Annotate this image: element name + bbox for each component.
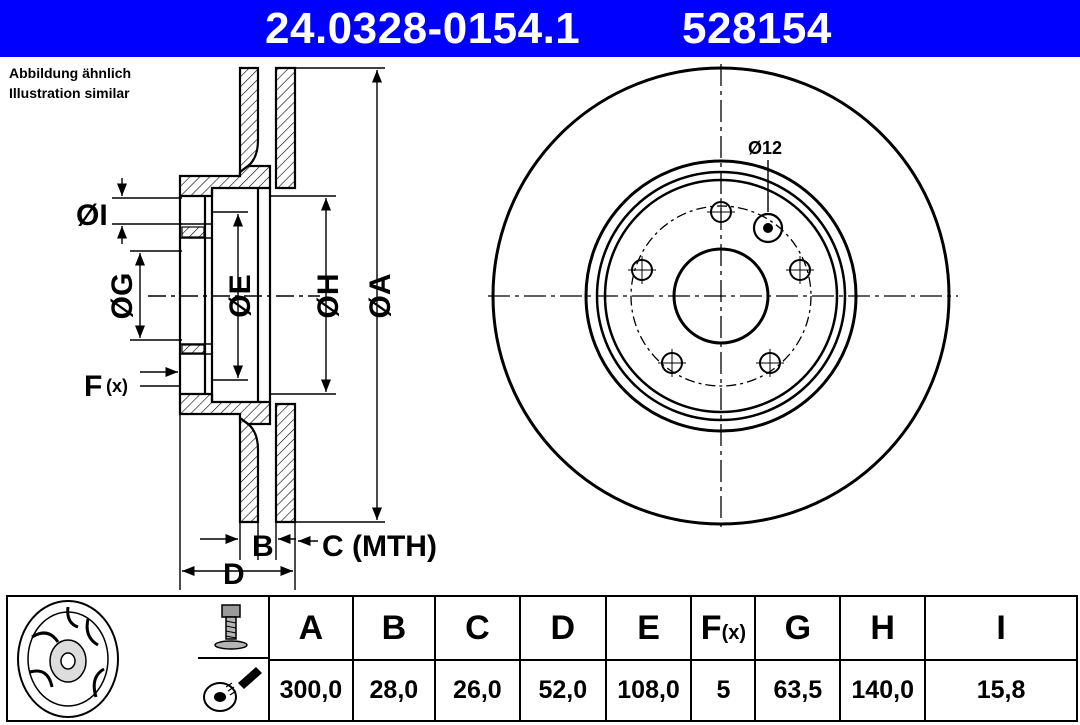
illustration-note: Abbildung ähnlich Illustration similar — [9, 63, 131, 103]
header-d: D — [518, 595, 607, 661]
part-number: 24.0328-0154.1 — [265, 4, 581, 53]
dimension-table-area: A B C D E F(x) G H I 300,0 28,0 26,0 52,… — [6, 595, 1078, 722]
bolt-icon — [198, 595, 270, 659]
value-c: 26,0 — [433, 659, 521, 722]
value-e: 108,0 — [604, 659, 693, 722]
label-c-mth: C (MTH) — [322, 530, 437, 563]
disc-front-view — [488, 64, 958, 528]
dimension-lines — [112, 67, 385, 577]
header-e: E — [604, 595, 693, 661]
label-dia-h: ØH — [312, 274, 345, 319]
note-de: Abbildung ähnlich — [9, 65, 132, 81]
table-header-row: A B C D E F(x) G H I — [268, 595, 1078, 661]
label-dia-e: ØE — [224, 274, 257, 317]
value-h: 140,0 — [839, 659, 927, 722]
header-bar: 24.0328-0154.1 528154 — [0, 0, 1080, 57]
label-dia-i: ØI — [76, 199, 108, 232]
label-d: D — [223, 558, 245, 591]
short-number: 528154 — [682, 4, 832, 53]
header-f-letter: F — [700, 608, 722, 647]
header-b: B — [351, 595, 436, 661]
label-f-sub: (x) — [106, 376, 128, 396]
table-value-row: 300,0 28,0 26,0 52,0 108,0 5 63,5 140,0 … — [268, 659, 1078, 722]
label-hole-dia: Ø12 — [748, 138, 782, 158]
spray-cleaner-icon — [198, 657, 270, 722]
header-g: G — [754, 595, 842, 661]
label-f: F — [84, 370, 102, 403]
value-b: 28,0 — [351, 659, 436, 722]
drawing-label-group: ØI ØG ØE ØH ØA F (x) B C (MTH) D Ø12 — [76, 138, 782, 591]
disc-cross-section — [148, 66, 320, 590]
value-g: 63,5 — [754, 659, 842, 722]
header-i: I — [924, 595, 1078, 661]
brake-disc-icon — [6, 595, 200, 722]
value-i: 15,8 — [924, 659, 1078, 722]
value-a: 300,0 — [268, 659, 354, 722]
value-d: 52,0 — [518, 659, 607, 722]
label-b: B — [252, 530, 274, 563]
header-f: F(x) — [690, 595, 757, 661]
technical-drawing: ØI ØG ØE ØH ØA F (x) B C (MTH) D Ø12 — [76, 64, 958, 591]
label-dia-g: ØG — [106, 273, 139, 320]
header-f-suffix: (x) — [721, 621, 747, 644]
note-en: Illustration similar — [9, 85, 130, 101]
value-f: 5 — [690, 659, 757, 722]
header-c: C — [433, 595, 521, 661]
header-h: H — [839, 595, 927, 661]
header-a: A — [268, 595, 354, 661]
dimension-table: A B C D E F(x) G H I 300,0 28,0 26,0 52,… — [268, 595, 1078, 722]
label-dia-a: ØA — [364, 274, 397, 319]
bolt-hole-crosshairs — [628, 198, 814, 377]
